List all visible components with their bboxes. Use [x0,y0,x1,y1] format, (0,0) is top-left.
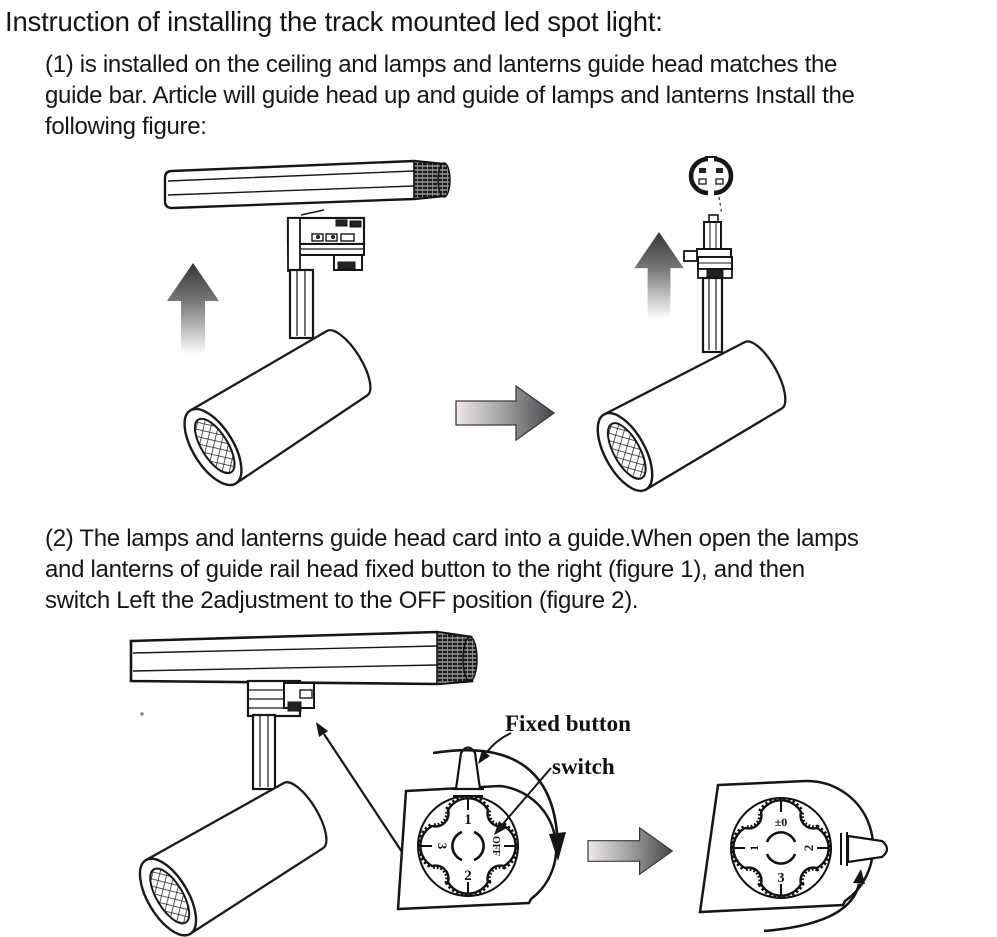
dial-position-3: 3 [778,871,785,886]
track-adapter [246,679,315,718]
track-adapter [286,209,366,272]
fixed-button-label: Fixed button [505,711,631,736]
dial-position-off: ±0 [775,815,788,829]
leader-arrowhead [494,821,507,835]
page-title: Instruction of installing the track moun… [5,6,663,37]
dial-position-1: 1 [464,812,472,828]
spot-light-lamp [127,713,339,937]
fixed-button [452,746,484,797]
rotate-up-arrow-icon [763,869,865,933]
dial-plate-left: 1 OFF 2 3 [396,746,566,911]
dial-plate-right: ±0 2 3 1 [698,779,889,933]
track-end-cap [436,631,478,685]
track-rail [163,159,451,210]
switch-leader-line [501,767,552,826]
fixed-button-rotated [840,832,889,866]
track-rail [129,630,478,686]
adjustment-dial: 1 OFF 2 3 [417,795,519,897]
text-line: (2) The lamps and lanterns guide head ca… [45,525,859,552]
text-line: (1) is installed on the ceiling and lamp… [45,51,838,78]
text-line: switch Left the 2adjustment to the OFF p… [45,586,639,614]
track-end-cap [413,160,451,200]
callouts: Fixed button switch [478,711,631,835]
dial-position-1: 1 [747,845,761,851]
dial-position-3: 3 [435,843,450,850]
track-cross-section [688,156,734,216]
text-line: and lanterns of guide rail head fixed bu… [45,555,805,583]
next-step-arrow-icon [455,385,555,441]
figure-2-switch-diagram: 1 OFF 2 3 Fixed button switch [127,630,889,937]
up-arrow-icon [634,232,684,318]
dial-position-2: 2 [801,845,816,852]
dial-position-2: 2 [464,868,472,884]
track-adapter-detached [683,214,733,279]
up-arrow-icon [167,263,219,353]
next-step-arrow-icon [587,827,673,875]
text-line: following figure: [45,112,207,140]
spot-light-lamp [172,268,383,496]
speck [140,712,144,716]
figure-1-track-mounting-diagram [163,156,798,501]
text-line: guide bar. Article will guide head up an… [45,81,855,109]
step-1-text: (1) is installed on the ceiling and lamp… [45,50,855,142]
step-2-text: (2) The lamps and lanterns guide head ca… [45,524,859,616]
spot-light-lamp-right [585,276,798,501]
switch-label: switch [552,754,615,779]
fixed-button-leader-line [486,732,512,753]
leader-arrowhead [478,750,490,764]
dial-position-off: OFF [490,836,501,856]
pointer-arrow-to-adapter [316,722,403,853]
adjustment-dial-rotated: ±0 2 3 1 [730,797,832,899]
rotate-clockwise-arrow-icon [432,748,566,861]
